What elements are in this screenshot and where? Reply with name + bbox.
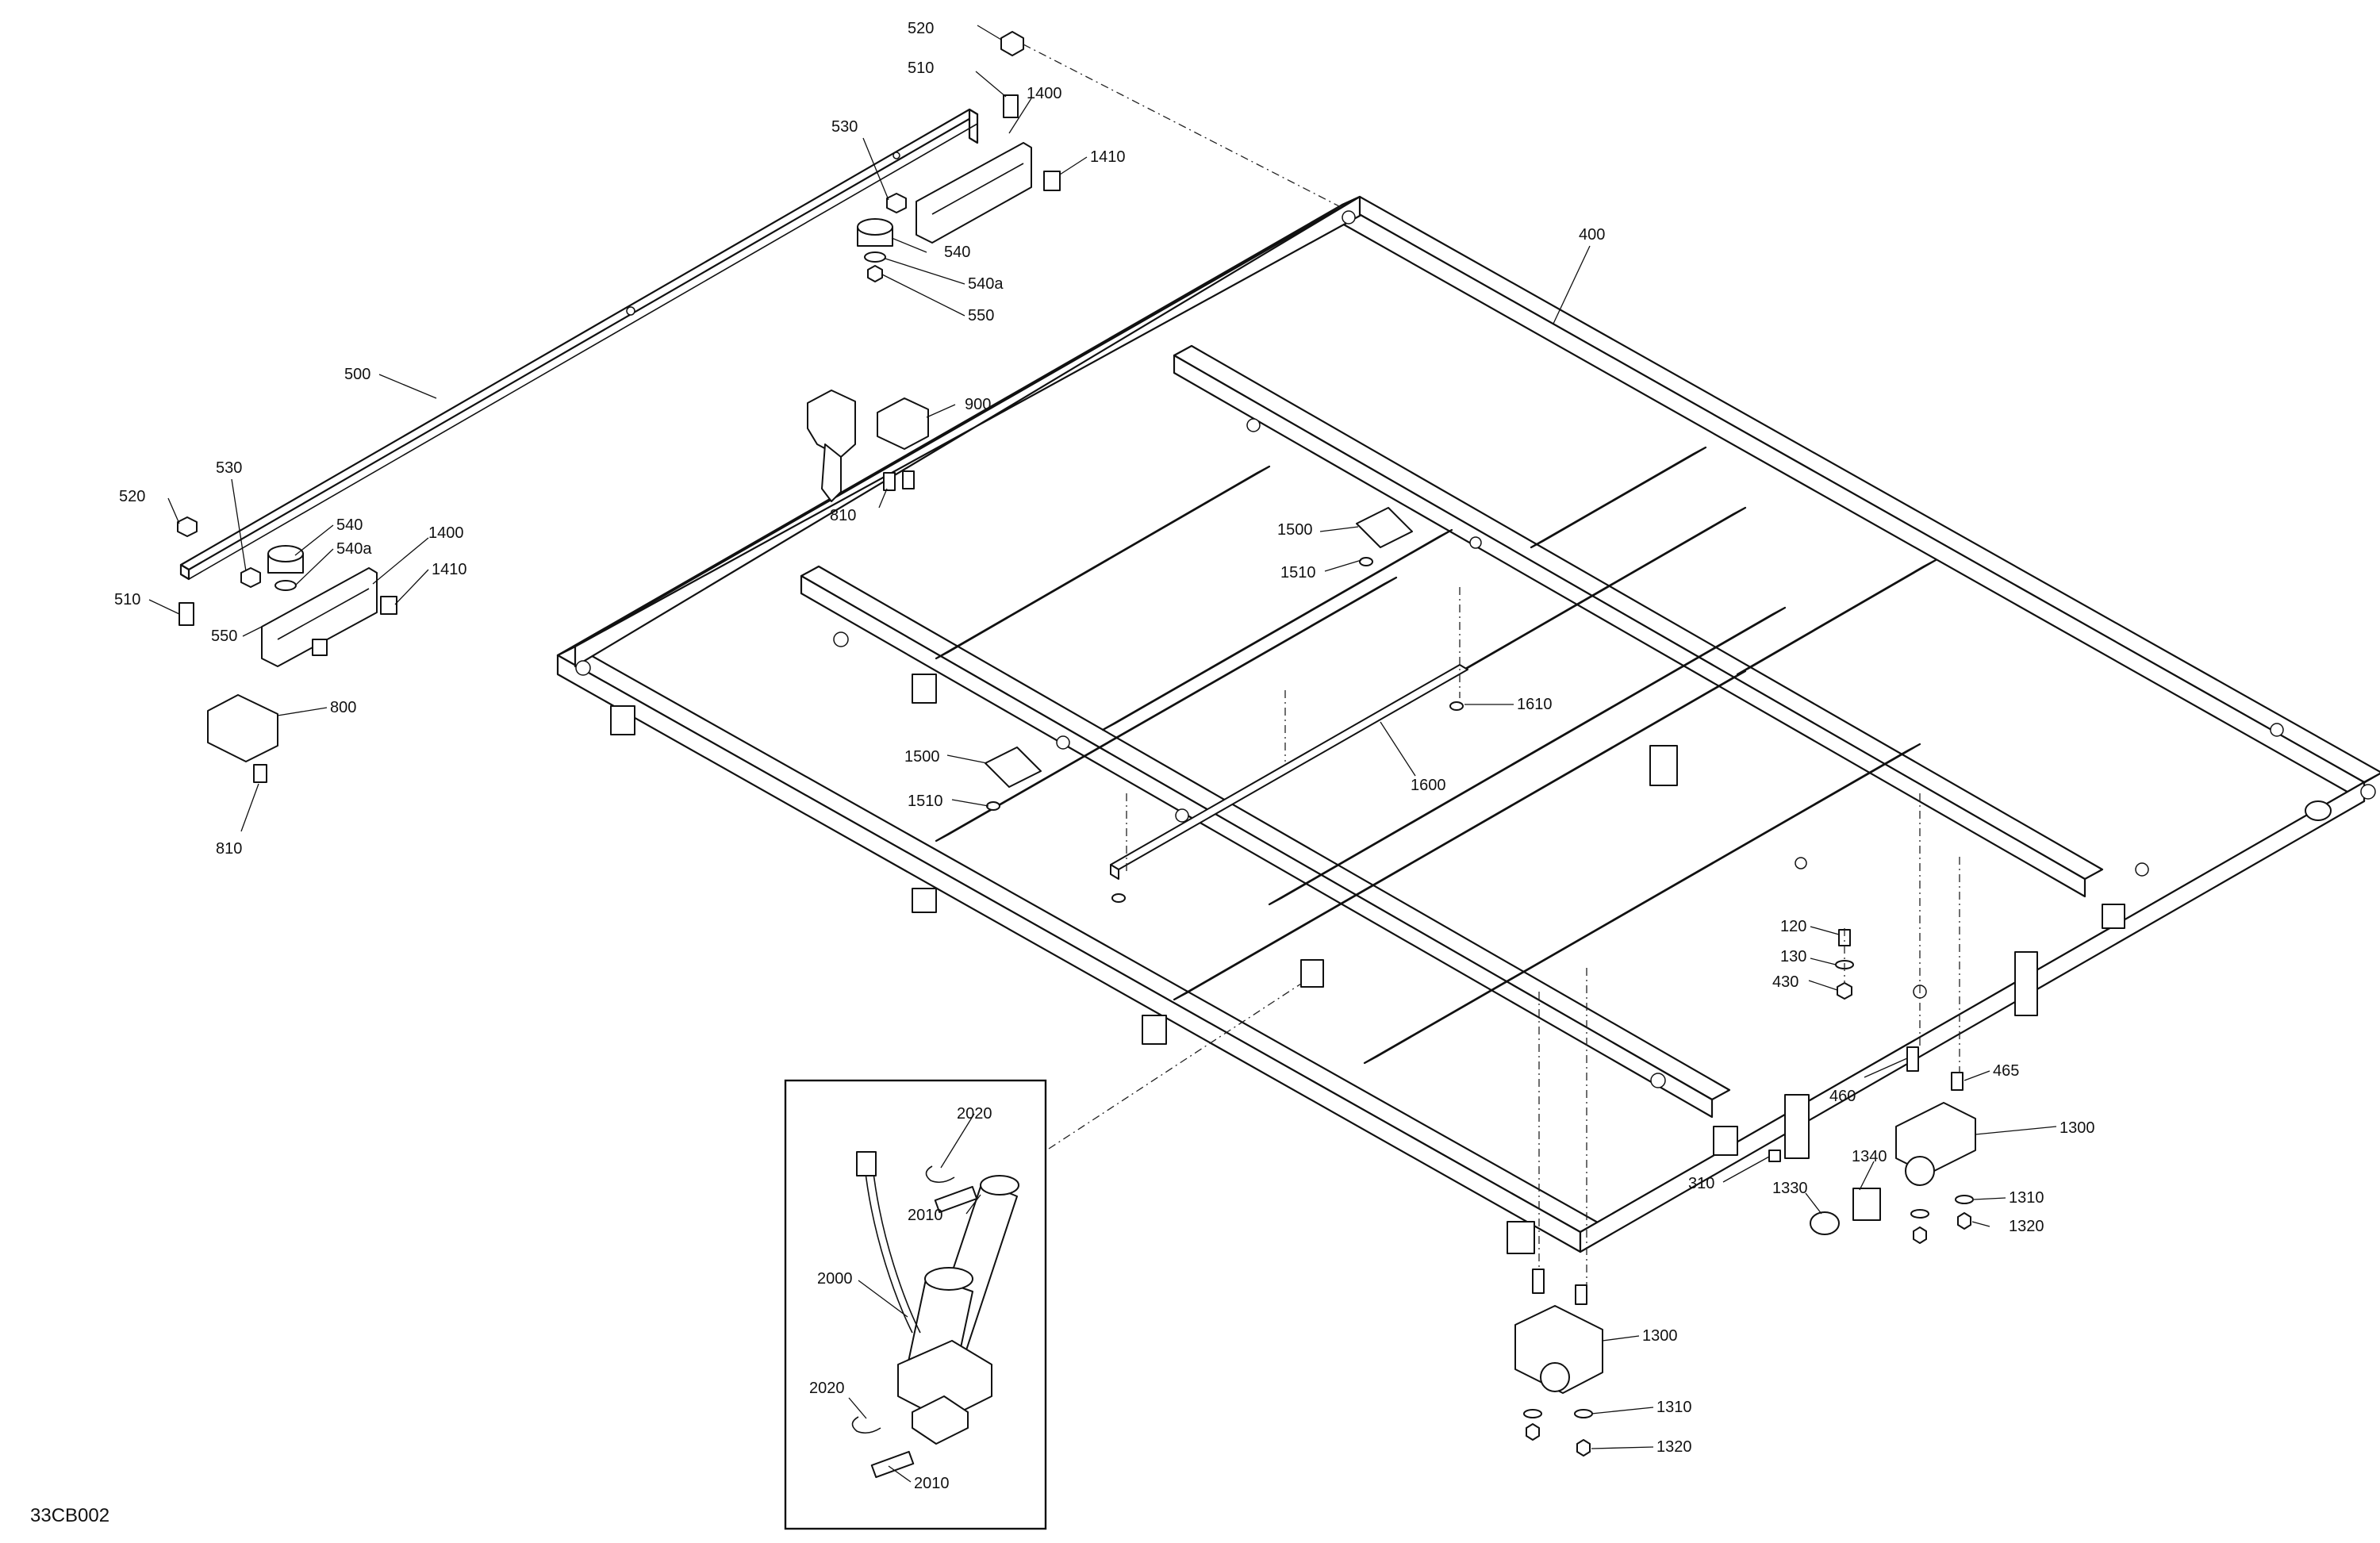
callout-810-upper: 810 (830, 507, 856, 524)
callout-540-left: 540 (336, 516, 363, 534)
callout-500: 500 (344, 366, 370, 383)
hardware-upper (857, 31, 1061, 282)
callout-530-top: 530 (831, 118, 858, 136)
leader-lines (148, 25, 2057, 1483)
callout-1600: 1600 (1411, 777, 1446, 794)
callout-1300-front: 1300 (1642, 1327, 1678, 1345)
hardware-lower (177, 516, 397, 656)
callout-310: 310 (1688, 1175, 1714, 1192)
bracket-1400-lower (261, 567, 378, 667)
callout-1400-left: 1400 (428, 524, 464, 542)
callout-1410-top: 1410 (1090, 148, 1126, 166)
pivot-hardware-front (1514, 1269, 1603, 1457)
callout-540a-top: 540a (968, 275, 1004, 293)
callout-550-top: 550 (968, 307, 994, 324)
main-frame (556, 195, 2380, 1254)
latch-800 (207, 694, 278, 783)
callout-550-left: 550 (211, 628, 237, 645)
callout-120: 120 (1780, 918, 1806, 935)
callout-1400-top: 1400 (1027, 85, 1062, 102)
callout-810-lower: 810 (216, 840, 242, 858)
callout-2020-bottom: 2020 (809, 1380, 845, 1397)
pivot-hardware-right (1768, 929, 1976, 1244)
callout-430: 430 (1772, 973, 1798, 991)
callout-2000: 2000 (817, 1270, 853, 1288)
actuator-inset (784, 1079, 1047, 1530)
callout-1500-upper: 1500 (1277, 521, 1313, 539)
callout-1610: 1610 (1517, 696, 1553, 713)
callout-540-top: 540 (944, 244, 970, 261)
callout-1410-left: 1410 (432, 561, 467, 578)
callout-460: 460 (1829, 1088, 1856, 1105)
callout-520-top: 520 (908, 20, 934, 37)
callout-1500-lower: 1500 (904, 748, 940, 766)
diagram-id: 33CB002 (30, 1505, 109, 1526)
callout-1310-front: 1310 (1656, 1399, 1692, 1416)
side-rail-500 (179, 108, 979, 581)
callout-510-left: 510 (114, 591, 140, 608)
latch-assembly-900 (807, 390, 929, 502)
callout-labels: 520 510 1400 1410 530 540 540a 550 400 5… (114, 20, 2095, 1492)
callout-520-left: 520 (119, 488, 145, 505)
callout-1300-right: 1300 (2059, 1119, 2095, 1137)
callout-510-top: 510 (908, 59, 934, 77)
callout-1510-upper: 1510 (1280, 564, 1316, 582)
support-brackets (985, 507, 1468, 903)
callout-1320-front: 1320 (1656, 1438, 1692, 1456)
callout-530-left: 530 (216, 459, 242, 477)
callout-400: 400 (1579, 226, 1605, 244)
callout-130: 130 (1780, 948, 1806, 965)
callout-900: 900 (965, 396, 991, 413)
callout-2020-top: 2020 (957, 1105, 992, 1123)
callout-800: 800 (330, 699, 356, 716)
callout-1340: 1340 (1852, 1148, 1887, 1165)
bracket-1400-upper (916, 142, 1032, 244)
callout-1310-right: 1310 (2009, 1189, 2044, 1207)
callout-465: 465 (1993, 1062, 2019, 1080)
alignment-lines (1023, 44, 1960, 1285)
callout-1510-lower: 1510 (908, 793, 943, 810)
callout-2010-top: 2010 (908, 1207, 943, 1224)
callout-1320-right: 1320 (2009, 1218, 2044, 1235)
callout-540a-left: 540a (336, 540, 372, 558)
callout-1330: 1330 (1772, 1180, 1808, 1197)
callout-2010-bottom: 2010 (914, 1475, 950, 1492)
